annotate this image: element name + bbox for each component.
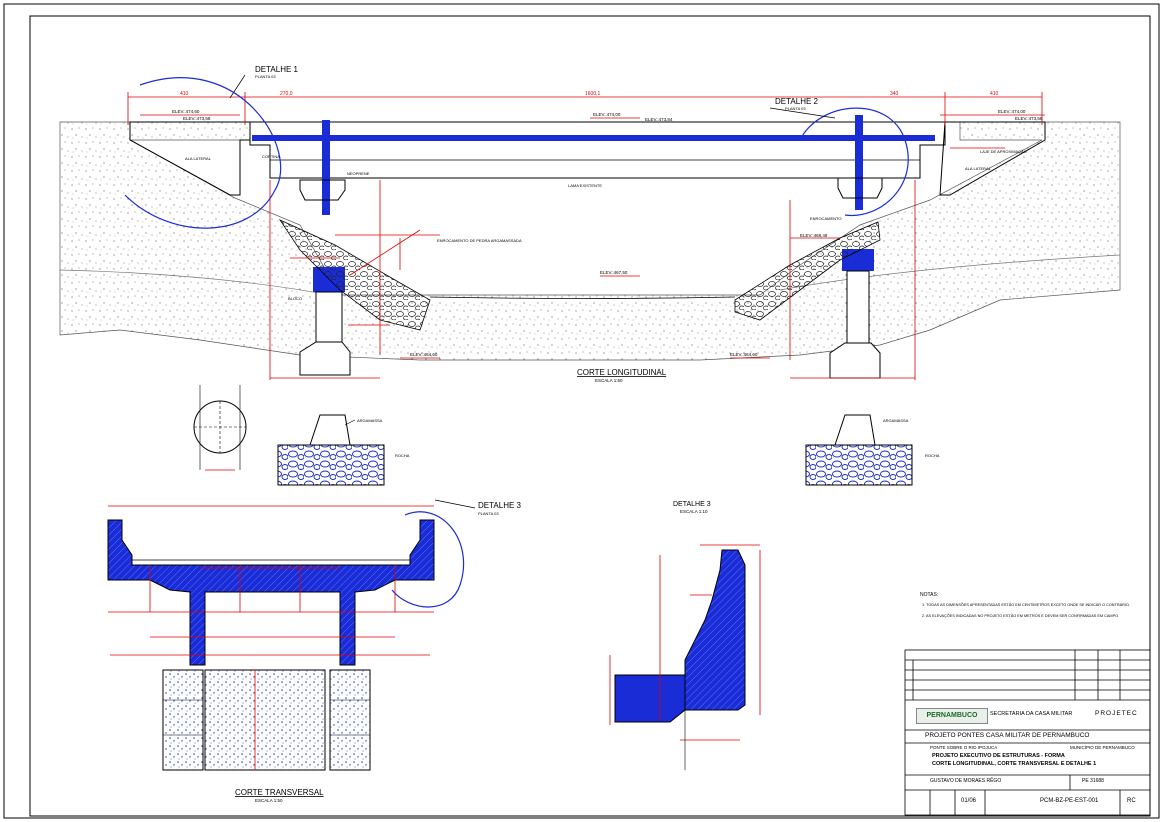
- label-lama: LAMA EXISTENTE: [568, 183, 602, 188]
- elev-5: ELEV.:473,58: [1015, 116, 1043, 121]
- footing-right: [829, 342, 881, 379]
- barrier-profile: [684, 549, 746, 711]
- label-argamassa-left: ARGAMASSA: [357, 418, 383, 423]
- column-left: [322, 120, 330, 215]
- riprap-right: [734, 221, 881, 321]
- detail2-arc: [799, 107, 909, 217]
- elev-9: ELEV.:464,60: [730, 352, 758, 357]
- label-enrocamento: ENROCAMENTO: [810, 216, 841, 221]
- detail1-arc: [124, 77, 282, 229]
- label-ala-lateral-left: ALA LATERAL: [185, 156, 212, 161]
- notes-title: NOTAS:: [920, 592, 938, 598]
- transverse-title: CORTE TRANSVERSAL: [235, 788, 324, 797]
- label-laje-aproximacao: LAJE DE APROXIMAÇÃO: [980, 149, 1027, 154]
- pier-cap-left: [299, 179, 346, 201]
- detail3-ref: PLANTA 03: [478, 511, 499, 516]
- label-bloco: BLOCO: [288, 296, 302, 301]
- label-argamassa-right: ARGAMASSA: [883, 418, 909, 423]
- project-name: PROJETO PONTES CASA MILITAR DE PERNAMBUC…: [925, 732, 1090, 739]
- elev-4: ELEV.:474,00: [998, 109, 1026, 114]
- note-1: 1. TODAS AS DIMENSÕES APRESENTADAS ESTÃO…: [922, 602, 1130, 607]
- elev-0: ELEV.:474,60: [172, 109, 200, 114]
- transverse-section: DETALHE 3 PLANTA 03 CORTE TRANSVERSAL ES…: [107, 499, 522, 803]
- crea: PE 31688: [1082, 778, 1104, 784]
- detail2-title: DETALHE 2: [775, 97, 819, 106]
- elev-3: ELEV.:473,84: [645, 117, 673, 122]
- dim-2: 270,0: [280, 91, 293, 97]
- elev-2: ELEV.:474,00: [593, 112, 621, 117]
- sheet-border: [3, 3, 1160, 819]
- footing-left: [299, 341, 351, 376]
- label-enrocamento-argamassada: ENROCAMENTO DE PEDRA ARGAMASSADA: [437, 238, 522, 243]
- detail2-ref: PLANTA 03: [785, 106, 806, 111]
- elev-8: ELEV.:464,60: [410, 352, 438, 357]
- sheet-number: 01/06: [961, 798, 977, 804]
- deck-outline: [249, 121, 946, 179]
- longitudinal-title: CORTE LONGITUDINAL: [577, 368, 667, 377]
- municipality: MUNICÍPIO DE PERNAMBUCO: [1070, 745, 1135, 750]
- deck-cross: [107, 519, 435, 666]
- riprap-left: [278, 219, 431, 331]
- elev-1: ELEV.:473,58: [183, 116, 211, 121]
- detail3-arc: [391, 511, 465, 608]
- column-right: [855, 115, 863, 210]
- dim-4: 340: [890, 91, 899, 97]
- title-block: [904, 649, 1151, 816]
- soil-mass: [59, 121, 1121, 361]
- logo-casa-militar: SECRETARIA DA CASA MILITAR: [990, 711, 1073, 717]
- detail3-view-title: DETALHE 3: [673, 501, 711, 508]
- logo-pernambuco: PERNAMBUCO: [916, 708, 988, 724]
- foundation-detail-right: ARGAMASSA ROCHA: [805, 414, 940, 486]
- location-label: PONTE SOBRE O RIO IPOJUCA: [930, 745, 998, 750]
- foundation-detail-left: ARGAMASSA ROCHA: [277, 414, 410, 486]
- notes: NOTAS: 1. TODAS AS DIMENSÕES APRESENTADA…: [920, 592, 1130, 618]
- elev-7: ELEV.:468,48: [800, 233, 828, 238]
- label-rocha-right: ROCHA: [925, 453, 940, 458]
- label-cortina: CORTINA: [262, 154, 280, 159]
- dim-1: 410: [180, 91, 189, 97]
- sheet-inner-border: [29, 15, 1151, 817]
- elev-6: ELEV.:467,50: [600, 270, 628, 275]
- detail1-ref: PLANTA 03: [255, 74, 276, 79]
- detail3-view: DETALHE 3 ESCALA 1:10: [609, 501, 761, 770]
- label-ala-lateral-right: ALA LATERAL: [965, 166, 992, 171]
- longitudinal-scale: ESCALA 1:50: [595, 378, 623, 383]
- label-rocha-left: ROCHA: [395, 453, 410, 458]
- transverse-scale: ESCALA 1:50: [255, 798, 283, 803]
- revision: RC: [1127, 798, 1136, 804]
- detail3-title: DETALHE 3: [478, 501, 522, 510]
- note-2: 2. AS ELEVAÇÕES INDICADAS NO PROJETO EST…: [922, 613, 1119, 618]
- logo-projetec: PROJETEC: [1095, 710, 1138, 717]
- dim-3: 1600,1: [585, 91, 601, 97]
- longitudinal-section: DETALHE 1 PLANTA 03 DETALHE 2 PLANTA 03 …: [59, 65, 1121, 383]
- pier-cap-right: [837, 177, 883, 199]
- detail1-title: DETALHE 1: [255, 65, 299, 74]
- detail3-view-scale: ESCALA 1:10: [680, 509, 708, 514]
- column-cross-section: [193, 385, 247, 471]
- dim-5: 410: [990, 91, 999, 97]
- deck-slab: [252, 135, 935, 141]
- drawing-title-2: CORTE LONGITUDINAL, CORTE TRANSVERSAL E …: [932, 761, 1097, 767]
- label-neoprene: NEOPRENE: [347, 171, 370, 176]
- deck-edge: [614, 674, 686, 723]
- engineer: GUSTAVO DE MORAES RÊGO: [930, 778, 1002, 784]
- drawing-code: PCM-BZ-PE-EST-001: [1040, 798, 1099, 804]
- drawing-title-1: PROJETO EXECUTIVO DE ESTRUTURAS - FORMA: [932, 753, 1065, 759]
